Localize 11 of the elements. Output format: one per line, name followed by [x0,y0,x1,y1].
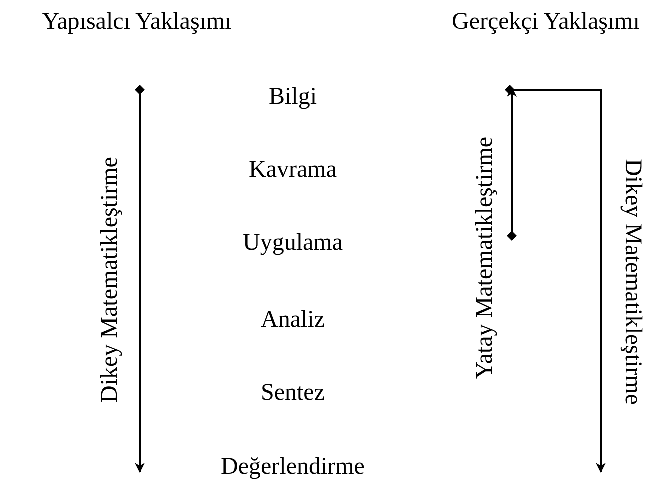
axis-label: Dikey Matematikleştirme [619,159,647,405]
axis-label: Dikey Matematikleştirme [96,157,124,403]
level-label: Sentez [261,379,325,407]
heading: Yapısalcı Yaklaşımı [42,8,232,36]
level-label: Uygulama [243,229,343,257]
heading: Gerçekçi Yaklaşımı [452,8,640,36]
level-label: Kavrama [249,156,337,184]
axis-label: Yatay Matematikleştirme [471,136,499,380]
level-label: Analiz [261,306,325,334]
level-label: Bilgi [269,83,317,111]
level-label: Değerlendirme [221,453,365,481]
